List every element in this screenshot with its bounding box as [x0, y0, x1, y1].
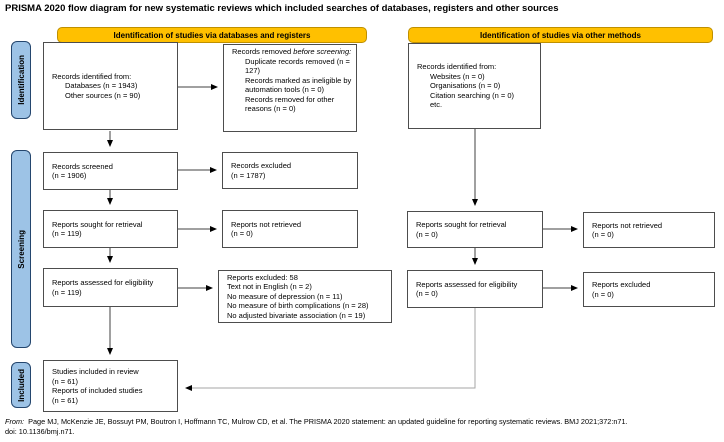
- box-text-line: (n = 1787): [231, 170, 266, 180]
- box-text-line: (n = 0): [231, 229, 253, 238]
- box-text-line: Reports excluded: [592, 280, 651, 289]
- stage-label-screening: Screening: [11, 150, 31, 348]
- box-reports-sought-databases: Reports sought for retrieval(n = 119): [43, 210, 178, 248]
- box-text-line: Reports sought for retrieval: [416, 220, 507, 229]
- box-studies-included: Studies included in review(n = 61)Report…: [43, 360, 178, 412]
- box-text-line: Records screened: [52, 161, 113, 171]
- box-text-line: etc.: [430, 100, 443, 110]
- box-text-line: (n = 61): [52, 376, 79, 386]
- box-text-line: (n = 0): [416, 289, 438, 298]
- box-text-line: Organisations (n = 0): [430, 81, 501, 91]
- box-text-line: Studies included in review: [52, 367, 139, 376]
- box-text-line: (n = 1906): [52, 171, 87, 180]
- box-text-line: (n = 119): [52, 287, 82, 297]
- box-records-removed-before-screening: Records removed before screening: Duplic…: [223, 44, 357, 132]
- box-text-line: Reports sought for retrieval: [52, 219, 143, 229]
- box-text-line: (n = 61): [52, 395, 79, 405]
- banner-databases-registers-label: Identification of studies via databases …: [113, 30, 311, 40]
- box-text-line: Reports of included studies: [52, 386, 143, 395]
- footer-from-label: From:: [5, 417, 25, 426]
- box-text-line: Databases (n = 1943): [65, 81, 138, 91]
- box-text-line: Records excluded: [231, 161, 292, 170]
- footer-doi: doi: 10.1136/bmj.n71.: [5, 426, 75, 436]
- box-text-line: No measure of depression (n = 11): [227, 291, 343, 301]
- box-text-line: Reports not retrieved: [592, 220, 663, 230]
- stage-label-included: Included: [11, 362, 31, 408]
- box-reports-sought-other: Reports sought for retrieval(n = 0): [407, 211, 543, 248]
- box-records-screened: Records screened(n = 1906): [43, 152, 178, 190]
- box-text-line: Other sources (n = 90): [65, 90, 141, 100]
- footer-citation-line: From: Page MJ, McKenzie JE, Bossuyt PM, …: [5, 417, 719, 427]
- footer-citation-text: Page MJ, McKenzie JE, Bossuyt PM, Boutro…: [28, 417, 628, 426]
- box-text-line: Reports not retrieved: [231, 219, 302, 229]
- box-text-line: Text not in English (n = 2): [227, 282, 312, 292]
- box-text-line: Websites (n = 0): [430, 71, 485, 81]
- box-text-line: Records removed for other reasons (n = 0…: [245, 94, 335, 114]
- box-text-line: Records marked as ineligible by automati…: [245, 75, 352, 95]
- box-text-line: Records identified from:: [417, 62, 497, 72]
- box-text-line: Reports assessed for eligibility: [52, 278, 154, 287]
- box-text-line: (n = 119): [52, 229, 82, 238]
- box-text-line: No measure of birth complications (n = 2…: [227, 301, 369, 311]
- box-text-line: (n = 0): [592, 230, 614, 239]
- banner-other-methods: Identification of studies via other meth…: [408, 27, 713, 43]
- box-text-line: Duplicate records removed (n = 127): [245, 56, 350, 76]
- box-reports-excluded-other: Reports excluded(n = 0): [583, 272, 715, 307]
- box-reports-assessed-databases: Reports assessed for eligibility(n = 119…: [43, 268, 178, 307]
- page-title: PRISMA 2020 flow diagram for new systema…: [5, 3, 559, 14]
- records-removed-heading: Records removed before screening:: [232, 47, 352, 56]
- box-reports-not-retrieved-databases: Reports not retrieved(n = 0): [222, 210, 358, 248]
- box-records-identified-other: Records identified from:Websites (n = 0)…: [408, 43, 541, 129]
- footer-citation: From: Page MJ, McKenzie JE, Bossuyt PM, …: [5, 417, 719, 436]
- box-text-line: (n = 0): [592, 289, 614, 299]
- box-text-line: No adjusted bivariate association (n = 1…: [227, 310, 366, 320]
- box-records-excluded: Records excluded(n = 1787): [222, 152, 358, 189]
- box-text-line: Reports assessed for eligibility: [416, 279, 518, 289]
- box-text-line: Reports excluded: 58: [227, 272, 298, 282]
- stage-label-identification: Identification: [11, 41, 31, 119]
- box-reports-assessed-other: Reports assessed for eligibility(n = 0): [407, 270, 543, 308]
- box-text-line: Records identified from:: [52, 71, 132, 81]
- box-text-line: (n = 0): [416, 229, 438, 239]
- box-reports-not-retrieved-other: Reports not retrieved(n = 0): [583, 212, 715, 248]
- banner-other-methods-label: Identification of studies via other meth…: [480, 30, 641, 40]
- banner-databases-registers: Identification of studies via databases …: [57, 27, 367, 43]
- box-text-line: Citation searching (n = 0): [430, 90, 515, 100]
- box-records-identified-databases: Records identified from:Databases (n = 1…: [43, 42, 178, 130]
